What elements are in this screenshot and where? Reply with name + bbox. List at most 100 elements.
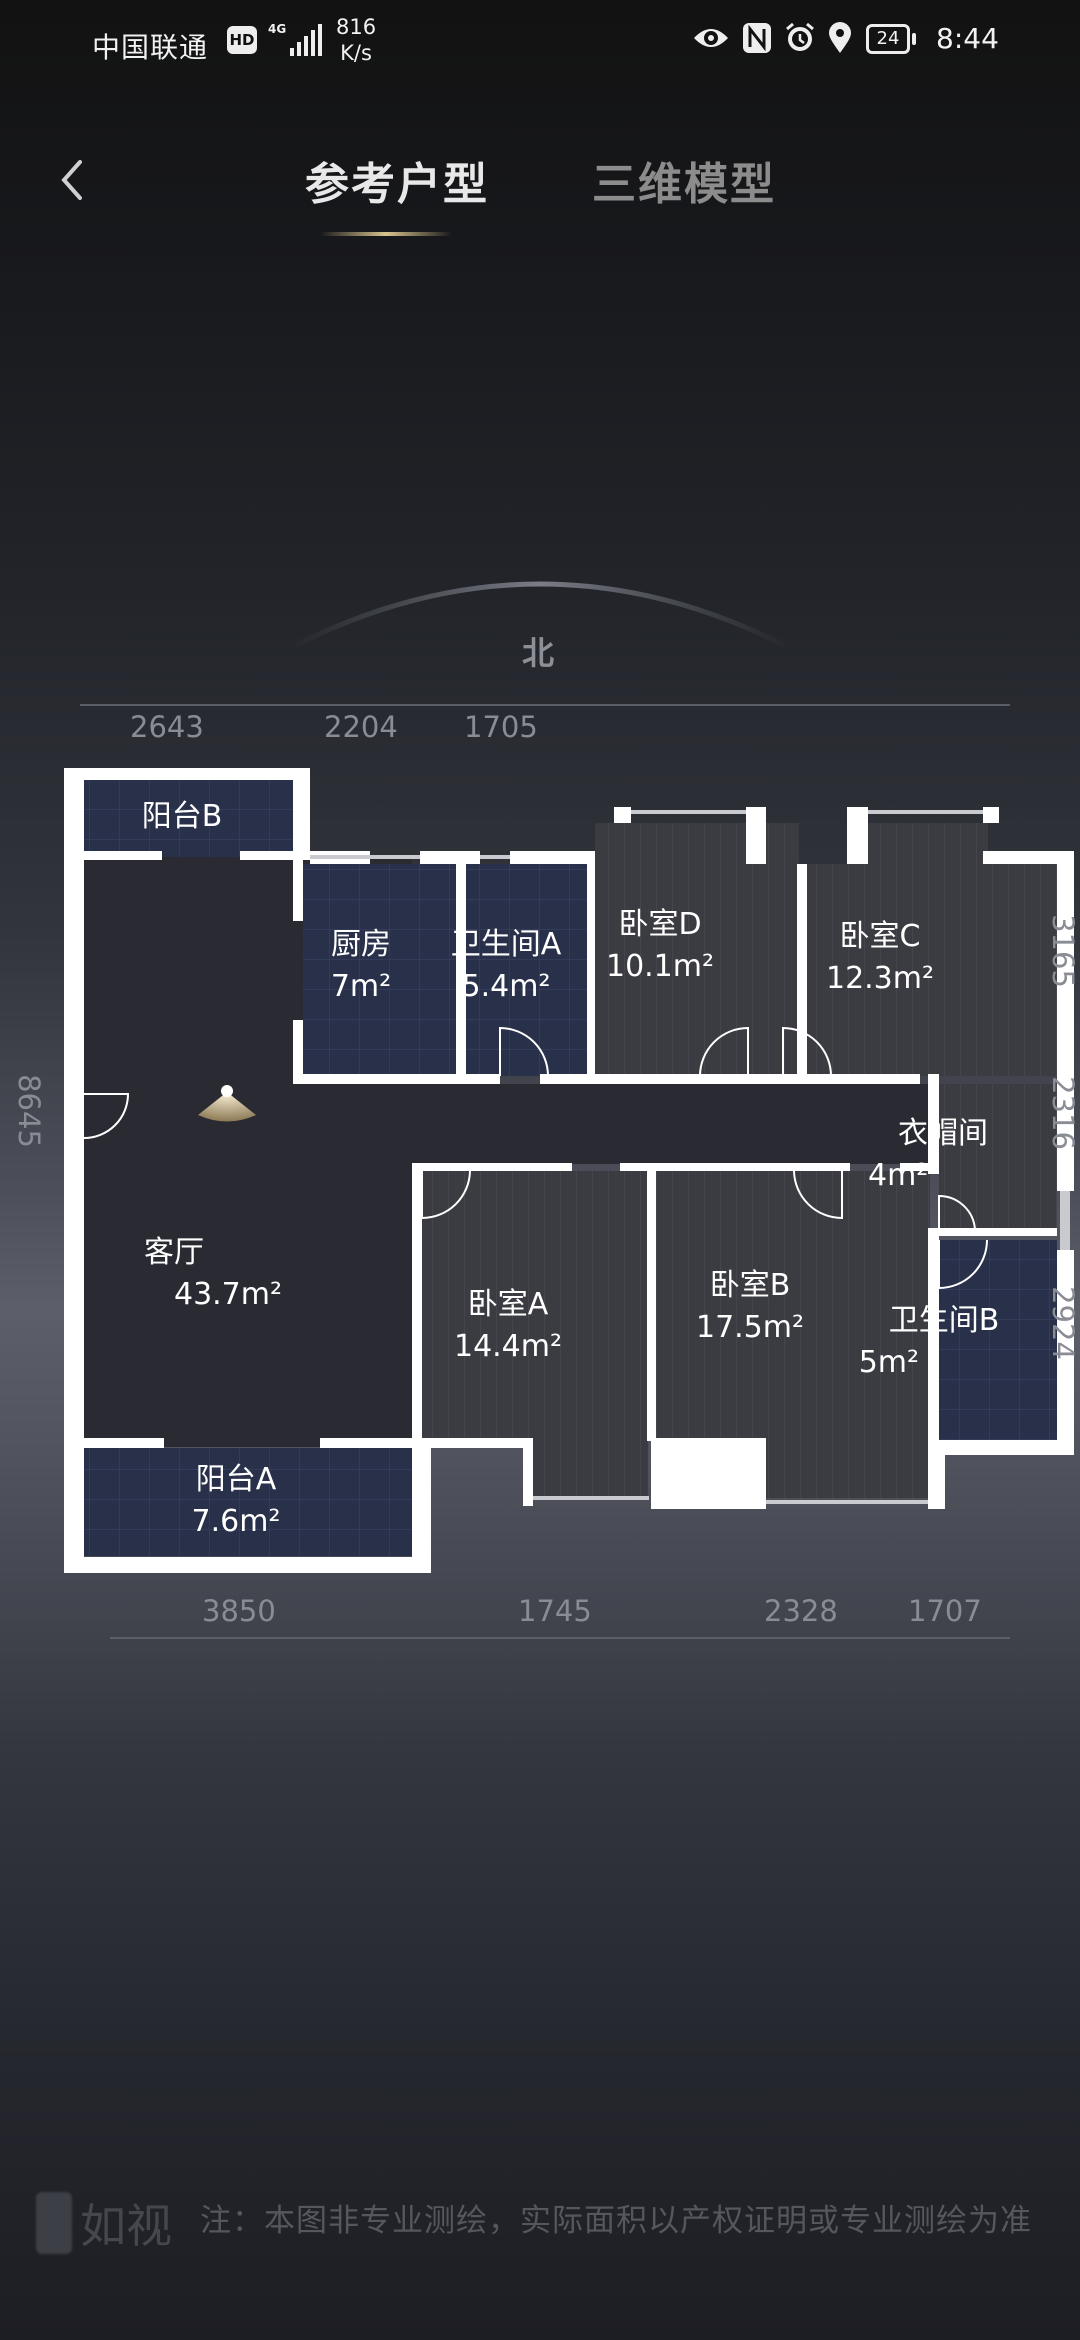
signal-icon xyxy=(290,24,322,56)
eye-icon xyxy=(694,29,728,47)
wall-segment xyxy=(64,768,310,780)
wall-segment xyxy=(928,1228,1057,1236)
wall-segment xyxy=(64,1557,431,1573)
wall-segment xyxy=(293,1020,303,1084)
room-area: 12.3m² xyxy=(825,961,935,996)
wall-segment xyxy=(651,1438,766,1509)
bedroom-b-bay xyxy=(766,1438,930,1498)
room-area: 5m² xyxy=(858,1345,920,1380)
speed-value: 816 xyxy=(336,15,377,39)
disclaimer-note: 注：本图非专业测绘，实际面积以产权证明或专业测绘为准 xyxy=(200,2203,1032,2239)
chevron-left-icon xyxy=(61,160,82,200)
room-name: 阳台A xyxy=(195,1462,277,1497)
door-swing xyxy=(421,1170,471,1220)
wall-segment xyxy=(84,851,162,860)
back-button[interactable] xyxy=(52,150,92,210)
window xyxy=(310,855,420,859)
room-name: 阳台B xyxy=(141,799,223,834)
balcony-b-floor xyxy=(84,780,294,857)
room-area: 5.4m² xyxy=(461,969,551,1004)
wall-segment xyxy=(983,851,1074,864)
room-bathroom-a[interactable]: 卫生间A 5.4m² xyxy=(451,924,562,1008)
wall-segment xyxy=(412,1163,572,1171)
room-area: 7.6m² xyxy=(191,1504,281,1539)
wall-segment xyxy=(797,864,807,1084)
alarm-icon xyxy=(786,22,814,51)
hd-badge: HD xyxy=(227,26,257,54)
dim-left-1: 8645 xyxy=(11,1074,46,1148)
wall-segment xyxy=(510,851,560,864)
door-swing xyxy=(938,1239,988,1290)
compass-north-label: 北 xyxy=(522,634,555,672)
room-name: 卧室A xyxy=(467,1287,549,1322)
room-area: 17.5m² xyxy=(695,1310,805,1345)
wall-segment xyxy=(1057,851,1074,1191)
window xyxy=(533,1496,649,1500)
room-bedroom-a[interactable]: 卧室A 14.4m² xyxy=(454,1284,562,1368)
wall-segment xyxy=(240,851,310,860)
dim-top-3: 1705 xyxy=(464,710,538,744)
dim-right-2: 2316 xyxy=(1045,1076,1080,1150)
door-swing xyxy=(83,1093,130,1139)
speed-unit: K/s xyxy=(340,41,372,65)
room-area: 14.4m² xyxy=(453,1329,563,1364)
wall-segment xyxy=(647,1171,656,1441)
dim-bottom-1: 3850 xyxy=(202,1594,276,1628)
window xyxy=(868,810,983,814)
cloakroom-floor xyxy=(939,1084,1057,1232)
corridor-floor xyxy=(412,1084,932,1164)
dim-right-3: 2924 xyxy=(1045,1286,1080,1360)
dim-bottom-2: 1745 xyxy=(518,1594,592,1628)
location-icon xyxy=(829,22,851,53)
door-swing xyxy=(499,1026,549,1077)
active-tab-indicator xyxy=(320,232,452,236)
room-area: 7m² xyxy=(330,969,392,1004)
tab-3d-model[interactable]: 三维模型 xyxy=(592,159,776,210)
wall-segment xyxy=(749,1438,766,1509)
wall-segment xyxy=(928,1440,1074,1455)
battery-tip xyxy=(912,33,916,45)
tab-reference-floorplan[interactable]: 参考户型 xyxy=(305,159,489,210)
battery-indicator: 24 xyxy=(866,24,910,54)
balcony-a-floor xyxy=(84,1448,412,1556)
wall-segment xyxy=(587,851,595,1084)
room-name: 卫生间B xyxy=(888,1303,1000,1338)
wall-segment xyxy=(320,1438,412,1448)
window xyxy=(1060,1191,1070,1250)
room-balcony-a[interactable]: 阳台A 7.6m² xyxy=(192,1459,281,1543)
room-area: 10.1m² xyxy=(605,949,715,984)
dim-bottom-4: 1707 xyxy=(908,1594,982,1628)
room-balcony-b[interactable]: 阳台B xyxy=(142,796,223,838)
wall-segment xyxy=(412,1438,431,1573)
wall-segment xyxy=(293,851,303,921)
wall-segment xyxy=(523,1438,533,1506)
dim-top-2: 2204 xyxy=(324,710,398,744)
bedroom-c-bay xyxy=(868,823,988,868)
compass-arc xyxy=(288,581,792,651)
wall-segment xyxy=(746,807,766,864)
window xyxy=(631,810,746,814)
door-swing xyxy=(699,1026,749,1077)
door-swing xyxy=(782,1026,832,1077)
room-bathroom-b[interactable]: 卫生间B 5m² xyxy=(859,1300,1000,1384)
wall-segment xyxy=(420,851,480,864)
bathroom-a-floor xyxy=(466,864,588,1076)
room-name: 衣帽间 xyxy=(898,1116,988,1151)
wall-segment xyxy=(560,851,595,864)
wall-segment xyxy=(928,1440,945,1509)
window xyxy=(480,855,510,859)
bedroom-a-floor xyxy=(422,1171,648,1441)
room-name: 卫生间A xyxy=(450,927,562,962)
bedroom-a-bay xyxy=(530,1438,648,1496)
room-area: 43.7m² xyxy=(173,1277,283,1312)
wall-segment xyxy=(540,1074,920,1084)
carrier-name: 中国联通 xyxy=(92,31,209,64)
wall-segment xyxy=(412,1163,422,1448)
network-type: 4G xyxy=(268,22,287,36)
